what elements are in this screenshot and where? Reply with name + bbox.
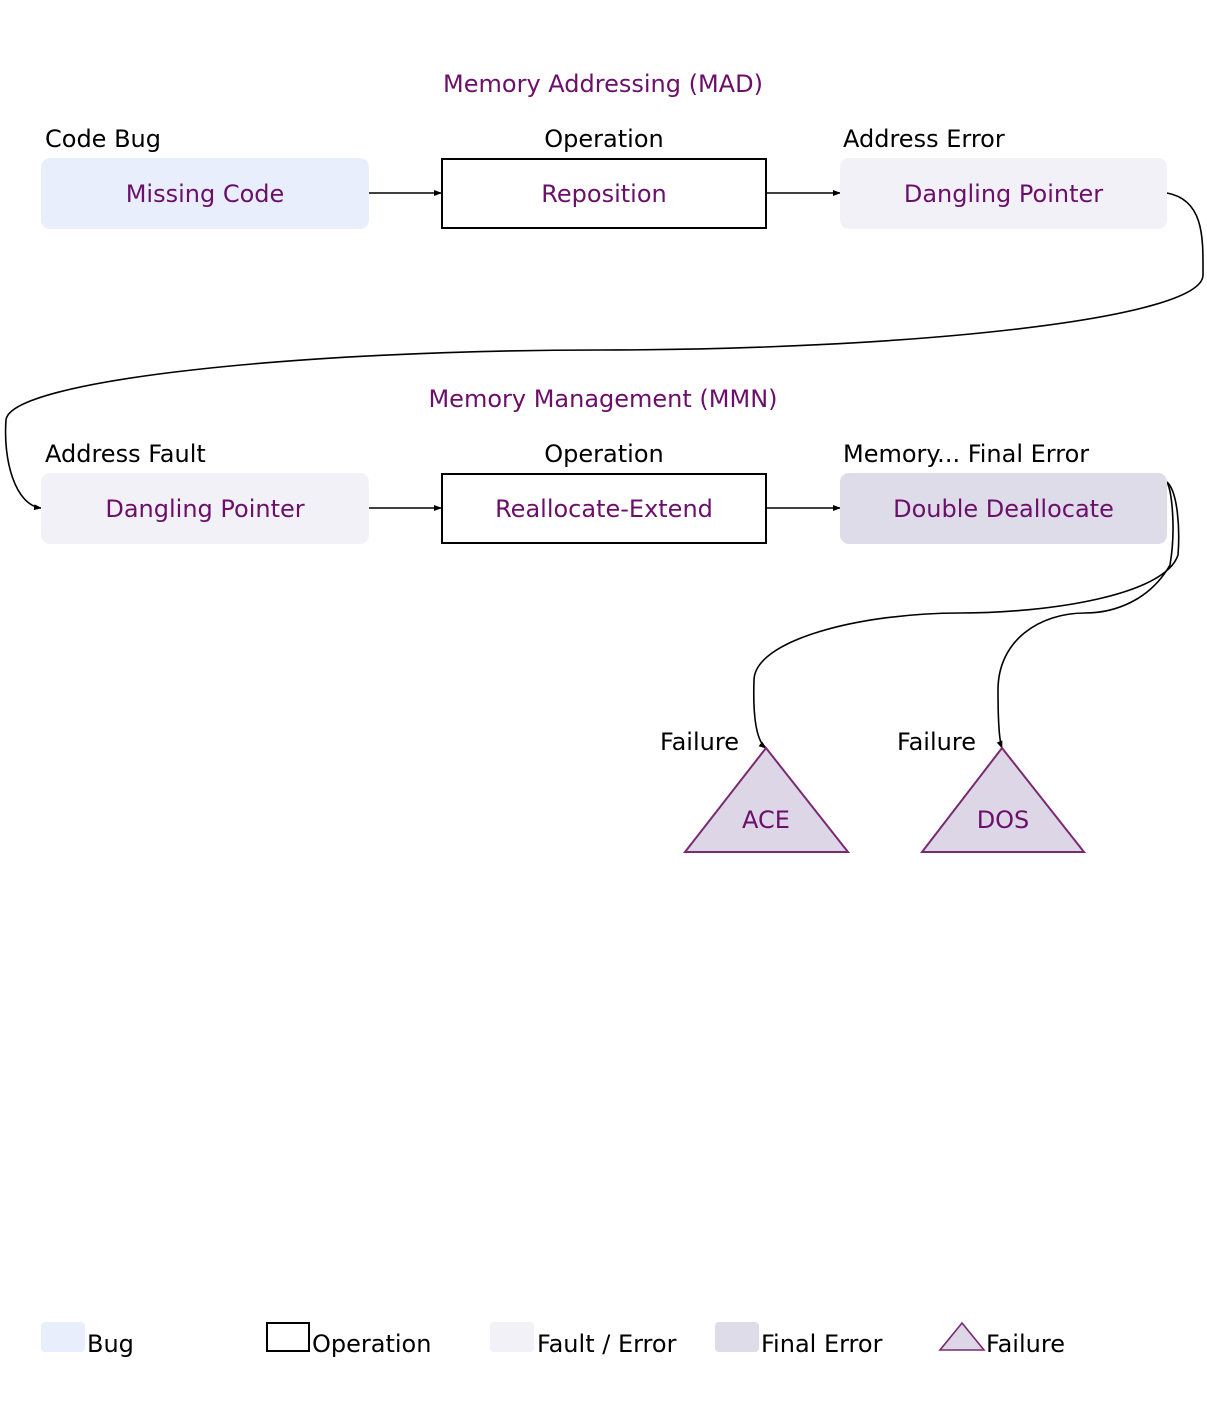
mad-err-kind-label: Address Error [843,125,1005,153]
failure-dos-text: DOS [976,806,1030,834]
legend-operation-swatch [266,1322,310,1352]
mmn-section-title: Memory Management (MMN) [428,385,778,413]
legend-final-error-label: Final Error [761,1330,883,1358]
mad-bug-kind-label: Code Bug [45,125,161,153]
arrow-final-to-ace [752,481,1180,749]
legend-fault-error-swatch [490,1322,534,1352]
mad-op-node-text: Reposition [541,179,667,208]
legend-fault-error-label: Fault / Error [537,1330,677,1358]
legend-final-error-swatch [715,1322,759,1352]
arrow-mad-to-mmn [4,192,1204,511]
mad-op-node: Reposition [441,158,767,229]
mad-err-node: Dangling Pointer [840,158,1167,229]
failure-dos-kind-label: Failure [897,728,976,756]
mmn-op-node: Reallocate-Extend [441,473,767,544]
legend-operation-label: Operation [312,1330,432,1358]
arrow-final-to-dos [996,481,1174,749]
mmn-op-kind-label: Operation [544,440,664,468]
failure-ace-kind-label: Failure [660,728,739,756]
mmn-fault-node-text: Dangling Pointer [105,494,305,523]
mad-bug-node-text: Missing Code [125,179,285,208]
legend-bug-label: Bug [87,1330,134,1358]
failure-dos-triangle [919,746,1087,853]
failure-ace-triangle [682,746,851,853]
legend-bug-swatch [41,1322,85,1352]
legend-failure-icon [938,1321,986,1351]
mmn-final-node-text: Double Deallocate [893,494,1114,523]
legend-failure-label: Failure [986,1330,1065,1358]
mmn-op-node-text: Reallocate-Extend [495,494,713,523]
failure-ace-text: ACE [742,806,790,834]
mmn-fault-node: Dangling Pointer [41,473,369,544]
mad-section-title: Memory Addressing (MAD) [443,70,763,98]
mad-bug-node: Missing Code [41,158,369,229]
mmn-final-kind-label: Memory... Final Error [843,440,1090,468]
mad-op-kind-label: Operation [544,125,664,153]
mmn-final-node: Double Deallocate [840,473,1167,544]
mmn-fault-kind-label: Address Fault [45,440,206,468]
mad-err-node-text: Dangling Pointer [903,179,1104,208]
